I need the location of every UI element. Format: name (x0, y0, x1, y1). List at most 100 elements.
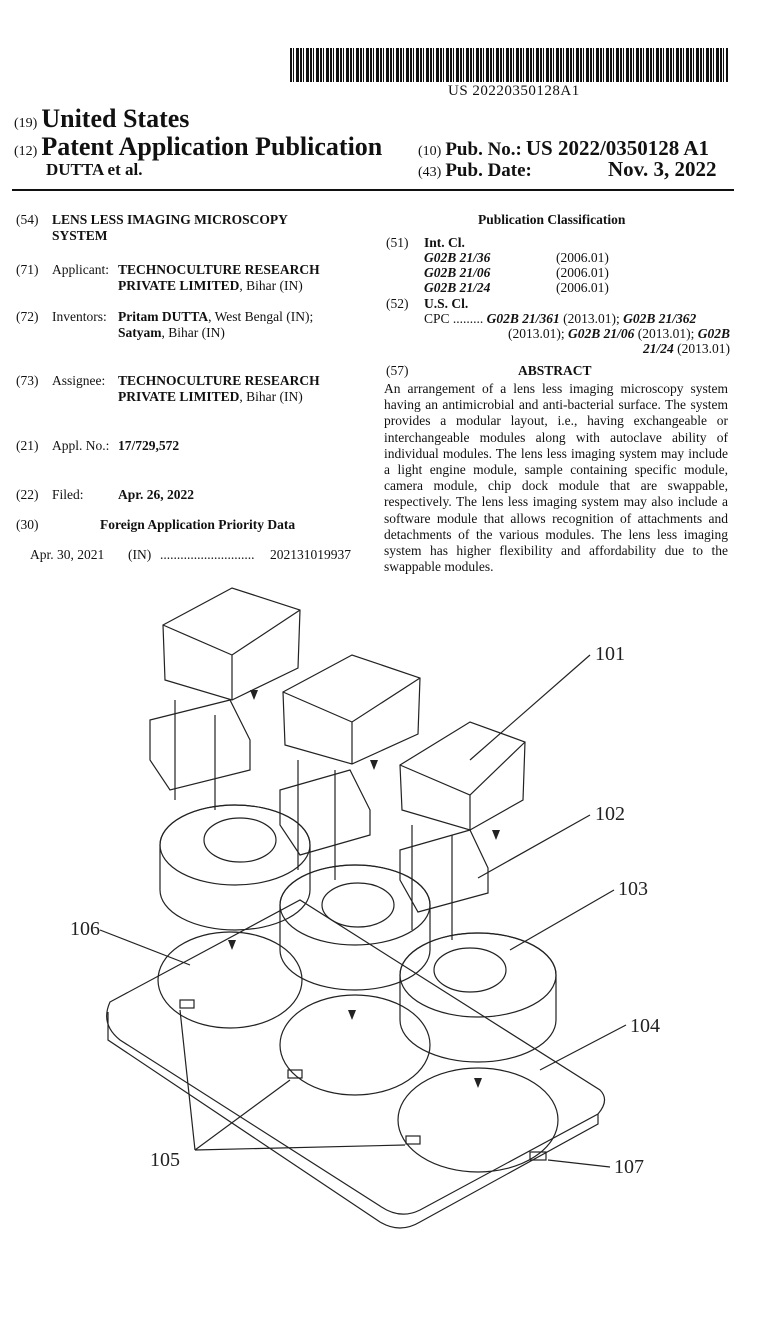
inventor1-loc: , West Bengal (IN); (208, 309, 314, 324)
inventor1-name: Pritam DUTTA (118, 309, 209, 324)
filed-date: Apr. 26, 2022 (118, 487, 195, 502)
holder-left (149, 699, 251, 791)
inventor1-line: Pritam DUTTA, West Bengal (IN); (118, 309, 313, 325)
leader-105-b (194, 1079, 291, 1151)
inid-54: (54) (16, 212, 39, 227)
pub-date: Nov. 3, 2022 (608, 157, 717, 181)
cpc-dots: ......... (452, 311, 484, 326)
label-102: 102 (595, 803, 625, 825)
cpc-label: CPC (424, 311, 450, 326)
dock-left (157, 931, 303, 1029)
cpc-code-1: G02B 21/361 (486, 311, 560, 326)
title-line2: SYSTEM (52, 228, 108, 243)
inid-19: (19) (14, 116, 38, 131)
barcode (290, 48, 728, 82)
inid-72: (72) (16, 309, 39, 324)
leader-102 (477, 814, 591, 879)
light-engine-middle (282, 654, 421, 765)
sample-module-right-top (399, 932, 557, 1018)
uscl-label: U.S. Cl. (424, 296, 469, 311)
inid-21: (21) (16, 438, 39, 453)
cpc-line3: 21/24 (2013.01) (643, 341, 730, 357)
light-engine-right (399, 721, 526, 831)
assignee-name2: PRIVATE LIMITED (118, 389, 240, 404)
sample-module-left (159, 804, 311, 931)
chip-slot-4 (529, 1151, 547, 1161)
intcl-code-3: G02B 21/24 (424, 280, 491, 295)
inid-10: (10) (418, 144, 442, 159)
label-105: 105 (150, 1149, 180, 1171)
priority-dots: ............................ (160, 547, 255, 562)
arrow-down-1 (250, 690, 258, 700)
sample-module-left-top (159, 804, 311, 886)
cpc-year-1: (2013.01); (559, 311, 624, 326)
intcl-year-3: (2006.01) (556, 280, 609, 295)
inid-22: (22) (16, 487, 39, 502)
leader-101 (469, 654, 591, 761)
leader-105-c (194, 1144, 406, 1151)
sample-module-right (399, 932, 557, 1063)
inid-73: (73) (16, 373, 39, 388)
filed-label: Filed: (52, 487, 84, 502)
doc-type-line: (12) Patent Application Publication (14, 132, 382, 162)
applicant-name2-line: PRIVATE LIMITED, Bihar (IN) (118, 278, 303, 294)
cpc-line2: (2013.01); G02B 21/06 (2013.01); G02B (508, 326, 730, 342)
cpc-year-2: (2013.01); (507, 326, 568, 341)
leader-104 (539, 1024, 627, 1071)
doc-type: Patent Application Publication (41, 132, 383, 161)
label-104: 104 (630, 1015, 660, 1037)
inventor-short: DUTTA et al. (46, 160, 143, 179)
header-rule (12, 189, 734, 191)
appl-label: Appl. No.: (52, 438, 110, 453)
holder-middle (279, 769, 371, 856)
assignee-label: Assignee: (52, 373, 106, 388)
cpc-code-4b: 21/24 (642, 341, 674, 356)
priority-no: 202131019937 (270, 547, 351, 562)
inid-71: (71) (16, 262, 39, 277)
sample-well-right (433, 947, 507, 993)
pub-date-line: (43) Pub. Date: (418, 160, 532, 182)
country: United States (41, 104, 190, 133)
class-title: Publication Classification (478, 212, 626, 227)
pub-date-label: Pub. Date: (445, 160, 532, 181)
arrow-down-5 (348, 1010, 356, 1020)
light-engine-left (162, 587, 301, 701)
arrow-down-4 (228, 940, 236, 950)
arrow-down-2 (370, 760, 378, 770)
inventor2-line: Satyam, Bihar (IN) (118, 325, 225, 341)
abstract-text: An arrangement of a lens less imaging mi… (384, 381, 728, 575)
cpc-year-4: (2013.01) (673, 341, 730, 356)
applicant-name2: PRIVATE LIMITED (118, 278, 240, 293)
appl-no: 17/729,572 (118, 438, 180, 453)
sample-module-middle-top (279, 864, 431, 946)
priority-country: (IN) (128, 547, 152, 562)
chip-slot-3 (405, 1135, 421, 1145)
inid-51: (51) (386, 235, 409, 250)
dock-middle (279, 994, 431, 1096)
leader-103 (509, 889, 615, 951)
light-engine-right-edge (399, 741, 526, 830)
inid-12: (12) (14, 144, 38, 159)
light-engine-left-edge (162, 609, 301, 700)
cpc-line1: CPC ......... G02B 21/361 (2013.01); G02… (424, 311, 696, 327)
intcl-code-2: G02B 21/06 (424, 265, 491, 280)
title-line1: LENS LESS IMAGING MICROSCOPY (52, 212, 288, 227)
arrow-down-6 (474, 1078, 482, 1088)
assignee-name1: TECHNOCULTURE RESEARCH (118, 373, 320, 388)
inid-52: (52) (386, 296, 409, 311)
intcl-code-1: G02B 21/36 (424, 250, 491, 265)
inventors-label: Inventors: (52, 309, 107, 324)
assignee-name2-line: PRIVATE LIMITED, Bihar (IN) (118, 389, 303, 405)
priority-title: Foreign Application Priority Data (100, 517, 296, 532)
intcl-label: Int. Cl. (424, 235, 465, 250)
cpc-code-4a: G02B (697, 326, 730, 341)
leader-107 (547, 1159, 611, 1168)
applicant-name1: TECHNOCULTURE RESEARCH (118, 262, 320, 277)
abstract-title: ABSTRACT (518, 363, 592, 378)
sample-well-middle (321, 882, 395, 928)
intcl-year-2: (2006.01) (556, 265, 609, 280)
label-106: 106 (70, 918, 100, 940)
intcl-year-1: (2006.01) (556, 250, 609, 265)
inid-57: (57) (386, 363, 409, 378)
inid-43: (43) (418, 165, 442, 180)
